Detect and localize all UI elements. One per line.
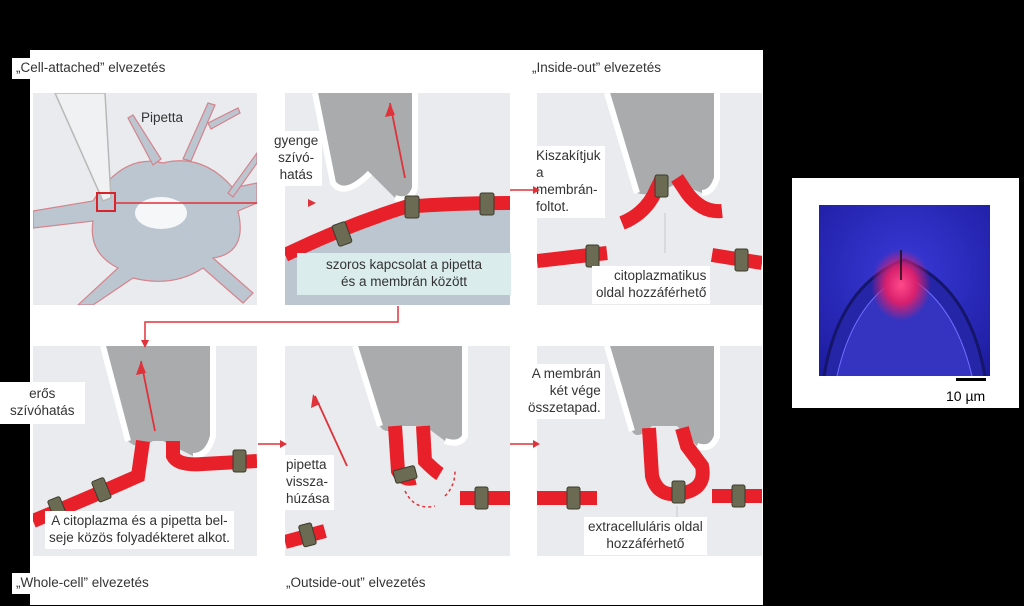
title-outside-out: „Outside-out” elvezetés [282, 573, 430, 594]
title-cell-attached: „Cell-attached” elvezetés [12, 58, 169, 79]
scale-label: 10 µm [946, 388, 985, 404]
scale-bar [956, 378, 986, 381]
arrow-2-to-4 [145, 306, 398, 340]
title-inside-out: „Inside-out” elvezetés [528, 58, 665, 79]
fluorescence-micrograph [819, 205, 990, 376]
title-whole-cell: „Whole-cell” elvezetés [12, 573, 153, 594]
